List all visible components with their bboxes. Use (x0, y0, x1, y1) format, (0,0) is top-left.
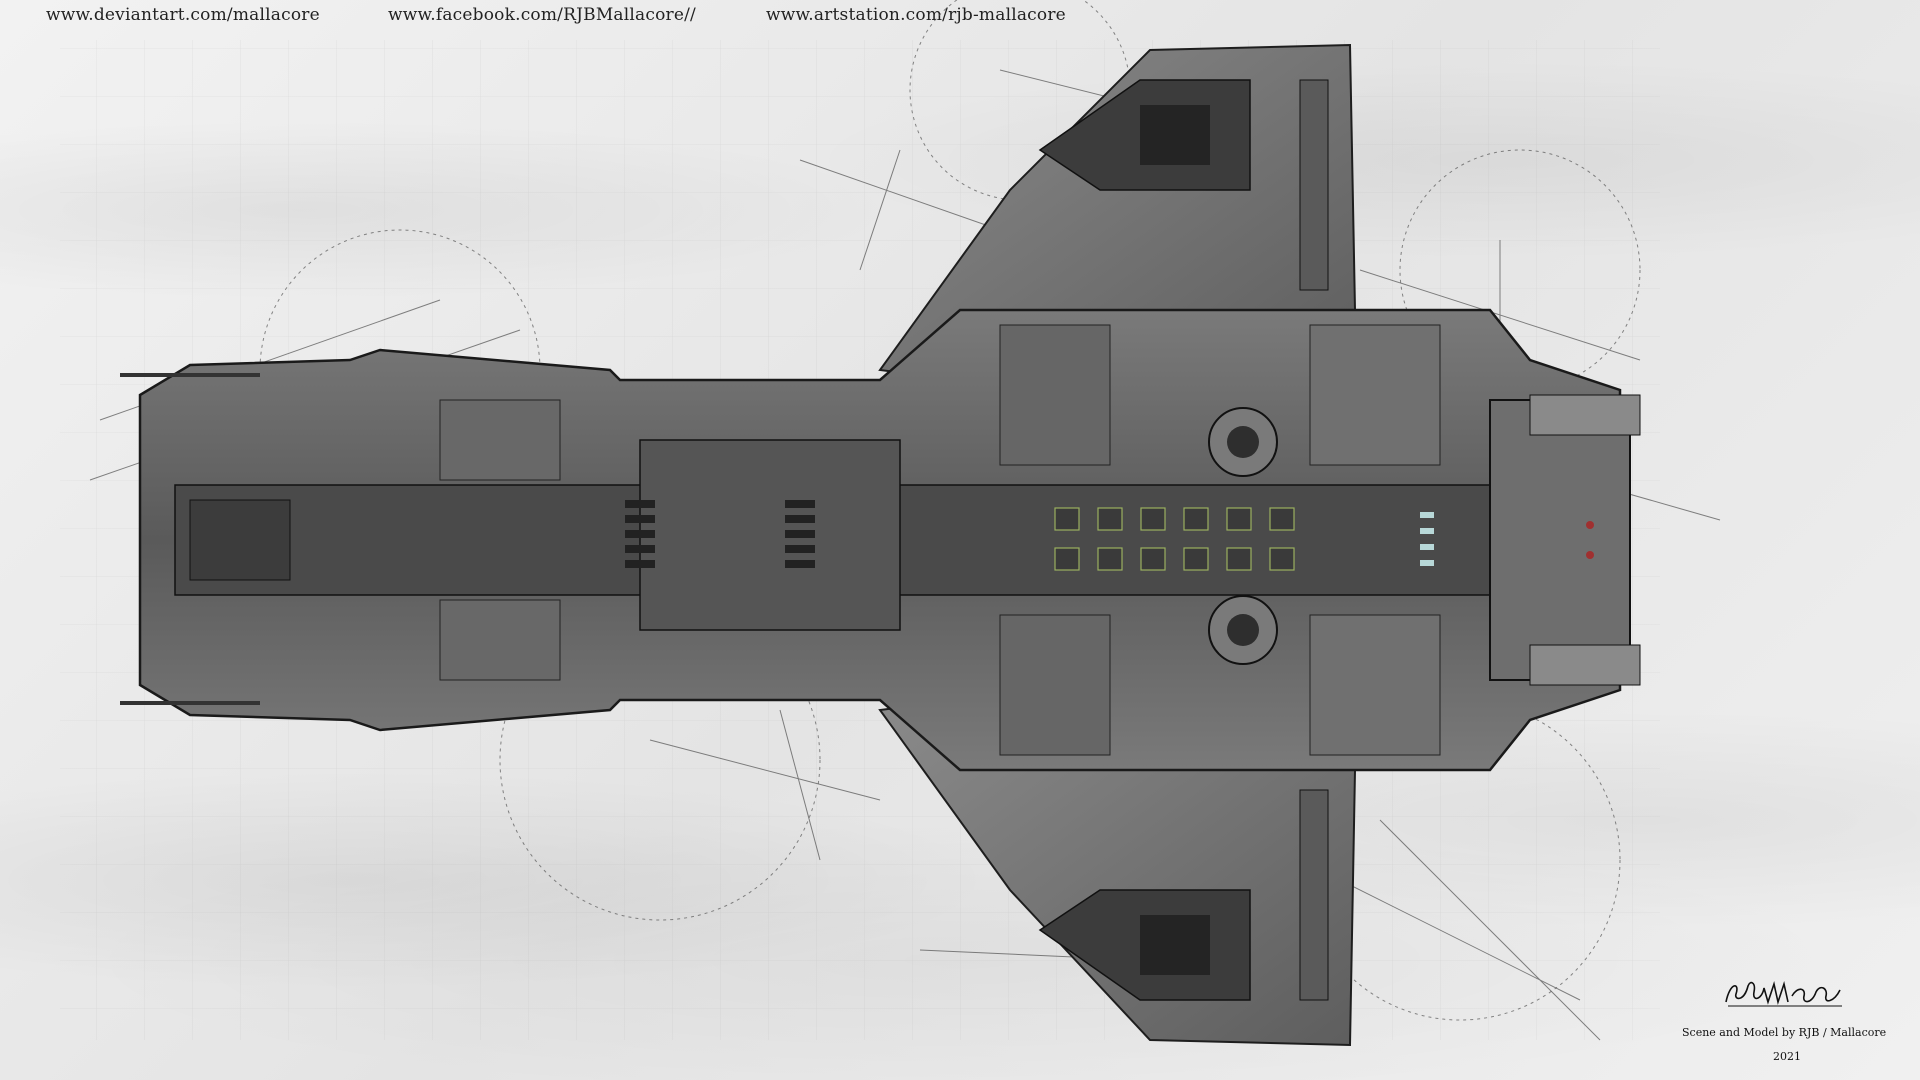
upper-wing (878, 43, 1357, 382)
credit-year: 2021 (1773, 1050, 1801, 1063)
facebook-link[interactable]: www.facebook.com/RJBMallacore// (388, 5, 696, 25)
main-hull (120, 308, 1641, 772)
lower-wing (878, 698, 1357, 1047)
artstation-link[interactable]: www.artstation.com/rjb-mallacore (766, 5, 1066, 25)
artist-signature (1725, 981, 1842, 1007)
credit-text: Scene and Model by RJB / Mallacore (1682, 1026, 1887, 1039)
deviantart-link[interactable]: www.deviantart.com/mallacore (46, 5, 320, 25)
